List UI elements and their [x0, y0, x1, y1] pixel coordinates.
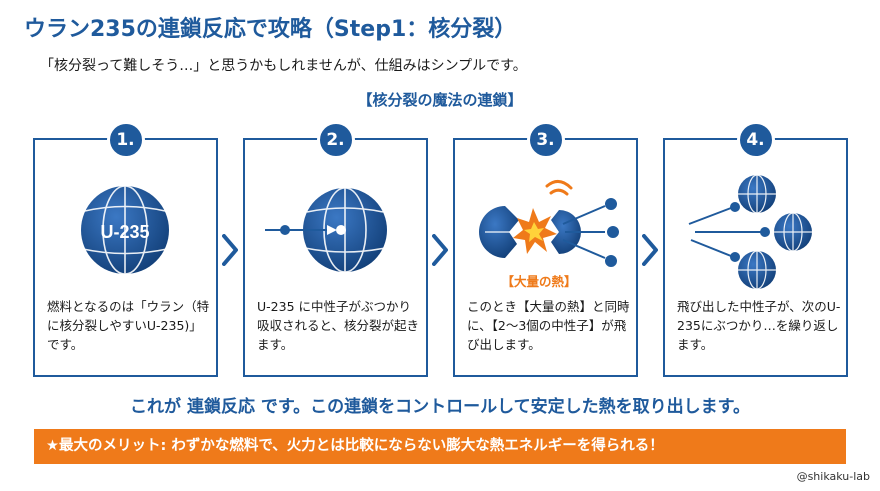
- step-card-2: 2. U-235 に中性子がぶつかり吸収されると、核分裂が起きます。: [243, 121, 428, 377]
- chevron-right-icon: [222, 234, 238, 266]
- merit-banner: ★最大のメリット: わずかな燃料で、火力とは比較にならない膨大な熱エネルギーを得…: [34, 429, 846, 464]
- fission-burst-illustration: 【大量の熱】: [479, 180, 619, 289]
- step-number-badge: 3.: [526, 121, 565, 159]
- neutron-absorption-illustration: [265, 187, 387, 273]
- uranium-atom-illustration: U-235: [81, 185, 169, 275]
- credit-text: @shikaku-lab: [796, 470, 870, 483]
- step-caption: 燃料となるのは「ウラン（特に核分裂しやすいU-235)」です。: [47, 299, 210, 352]
- split-nucleus-left-icon: [479, 206, 519, 258]
- conclusion-text: これが 連鎖反応 です。この連鎖をコントロールして安定した熱を取り出します。: [130, 397, 750, 417]
- atom-label: U-235: [100, 222, 149, 242]
- chain-reaction-illustration: [688, 174, 813, 290]
- chevron-right-icon: [642, 234, 658, 266]
- neutron-paths-icon: [688, 202, 770, 262]
- neutron-emission-icon: [562, 198, 619, 267]
- step-caption: 飛び出した中性子が、次のU-235にぶつかり…を繰り返します。: [677, 299, 841, 352]
- neutron-arrow-icon: [265, 225, 346, 235]
- uranium-atom-icon: [81, 185, 169, 275]
- step-number-badge: 2.: [316, 121, 355, 159]
- chevron-right-icon: [432, 234, 448, 266]
- heat-wave-icon: [545, 180, 573, 196]
- next-uranium-atom-icon: [737, 250, 777, 290]
- step-card-3: 3. 【大量の熱】: [453, 121, 638, 377]
- step-card-1: 1. U-235 燃料となるのは「ウラン（特に核分裂しやすいU-235)」です。: [33, 121, 218, 377]
- step-caption: このとき【大量の熱】と同時に、【2〜3個の中性子】が飛び出します。: [467, 299, 630, 352]
- page-title: ウラン235の連鎖反応で攻略（Step1：核分裂）: [24, 17, 517, 42]
- step-caption: U-235 に中性子がぶつかり吸収されると、核分裂が起きます。: [257, 299, 420, 352]
- next-uranium-atom-icon: [737, 174, 777, 214]
- step-number-badge: 4.: [736, 121, 775, 159]
- next-uranium-atom-icon: [773, 212, 813, 252]
- page-subtitle: 「核分裂って難しそう…」と思うかもしれませんが、仕組みはシンプルです。: [40, 58, 527, 74]
- step-card-4: 4. 飛び出した中: [663, 121, 848, 377]
- diagram-heading: 【核分裂の魔法の連鎖】: [357, 91, 523, 109]
- heat-label: 【大量の熱】: [501, 274, 576, 289]
- explosion-icon: [513, 208, 557, 254]
- step-number-badge: 1.: [106, 121, 145, 159]
